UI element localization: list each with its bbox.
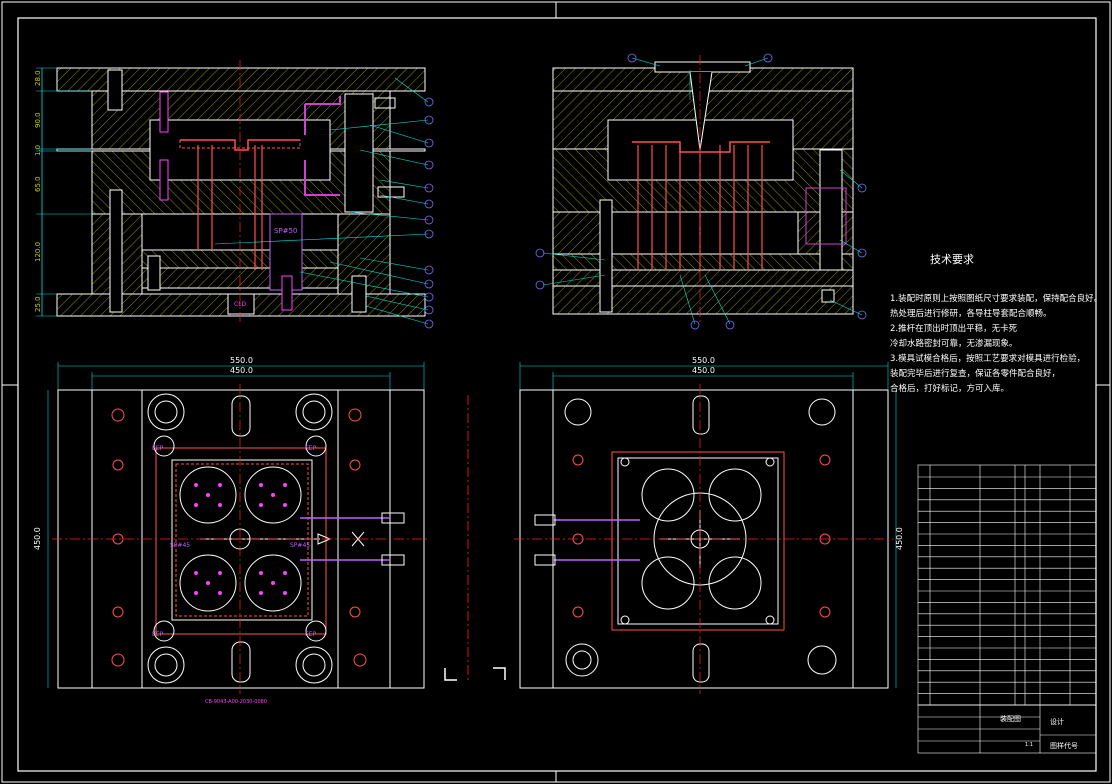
title-block-code: 图样代号 xyxy=(1050,741,1078,750)
right-section-view xyxy=(535,53,867,330)
tech-req-line-1: 1.装配时原则上按照图纸尺寸要求装配，保持配合良好。 xyxy=(890,294,1103,304)
gate-label-l: SP#45 xyxy=(170,542,190,549)
plan-left-dim-height: 450.0 xyxy=(33,527,42,550)
left-plan-view: 550.0 450.0 450.0 xyxy=(33,356,430,705)
title-block-name: 装配图 xyxy=(1000,714,1021,723)
tech-req-line-4: 冷却水路密封可靠，无渗漏现象。 xyxy=(890,339,1018,349)
plan-left-note: CB-9043-A00-2030-0080 xyxy=(205,699,267,705)
tech-req-line-5: 3.模具试模合格后，按照工艺要求对模具进行检验， xyxy=(890,354,1086,364)
title-block-designer: 设计 xyxy=(1050,717,1064,726)
dim-v-3: 1.0 xyxy=(34,145,42,156)
title-block xyxy=(917,704,1097,754)
plan-left-dim-inner: 450.0 xyxy=(230,366,253,375)
sprue-label: SP#50 xyxy=(274,227,297,235)
tech-req-line-6: 装配完毕后进行复查，保证各零件配合良好， xyxy=(890,369,1061,379)
plan-right-dim-inner: 450.0 xyxy=(692,366,715,375)
plan-left-dim-outer: 550.0 xyxy=(230,356,253,365)
section-marks xyxy=(444,395,506,681)
ep-label-br: EEP xyxy=(305,631,317,638)
tech-req-title: 技术要求 xyxy=(930,253,974,266)
dim-v-6: 25.0 xyxy=(34,296,42,312)
tech-req-line-3: 2.推杆在顶出时顶出平稳，无卡死 xyxy=(890,324,1018,334)
tech-req-line-2: 热处理后进行修研，各导柱导套配合顺畅。 xyxy=(890,309,1052,319)
ep-label-bl: EEP xyxy=(152,631,164,638)
plan-right-dim-height: 450.0 xyxy=(895,527,904,550)
right-plan-view: 550.0 450.0 450.0 xyxy=(514,356,904,694)
dim-v-2: 90.0 xyxy=(34,112,42,128)
dim-v-5: 120.0 xyxy=(34,242,42,262)
left-section-view: SP#50 CLD 28.0 90.0 1.0 65.0 120.0 25.0 xyxy=(34,60,434,329)
plan-right-dim-outer: 550.0 xyxy=(692,356,715,365)
gate-label-r: SP#45 xyxy=(290,542,310,549)
ep-label-tl: EEP xyxy=(152,445,164,452)
title-block-scale: 1:1 xyxy=(1025,742,1033,748)
ep-label-tr: EEP xyxy=(305,445,317,452)
cooling-label: CLD xyxy=(234,301,247,308)
tech-req-line-7: 合格后，打好标记，方可入库。 xyxy=(890,384,1010,394)
dim-v-1: 28.0 xyxy=(34,70,42,86)
parts-list xyxy=(917,464,1097,706)
dim-v-4: 65.0 xyxy=(34,176,42,192)
